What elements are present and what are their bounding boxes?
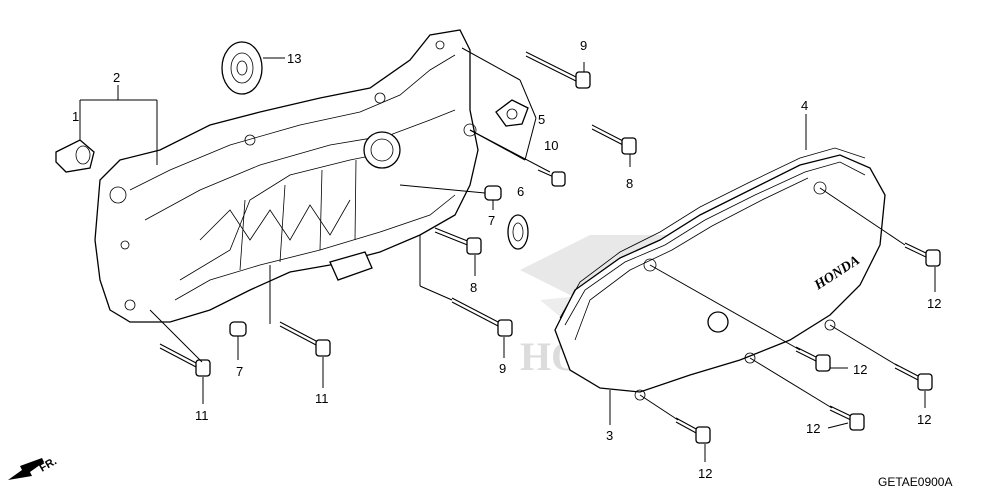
callout-13: 13: [287, 51, 301, 66]
callout-7-left: 7: [236, 364, 243, 379]
callout-4: 4: [801, 98, 808, 113]
callout-labels: 1 2 3 4 5 6 7 7 8 8 9 9 10 11 11 12 12 1…: [72, 38, 941, 481]
callout-12-e: 12: [698, 466, 712, 481]
callout-8-upper: 8: [626, 176, 633, 191]
callout-2: 2: [113, 70, 120, 85]
callout-5: 5: [538, 112, 545, 127]
front-direction-indicator: FR.: [8, 455, 59, 480]
callout-12-d: 12: [806, 421, 820, 436]
callout-11-left: 11: [195, 408, 209, 423]
left-side-cover: HONDA: [554, 147, 886, 401]
cable-clamp: [495, 99, 529, 127]
callout-6: 6: [517, 184, 524, 199]
dowel-pin: [229, 185, 502, 337]
callout-12-b: 12: [853, 362, 867, 377]
callout-12-a: 12: [927, 296, 941, 311]
callout-10: 10: [544, 138, 558, 153]
callout-9-lower: 9: [499, 361, 506, 376]
bearing: [221, 41, 263, 95]
oil-seal: [507, 214, 529, 250]
callout-11-right: 11: [315, 391, 329, 406]
callout-1: 1: [72, 109, 79, 124]
callout-7-right: 7: [488, 213, 495, 228]
front-direction-label: FR.: [38, 455, 59, 474]
callout-8-lower: 8: [470, 280, 477, 295]
callout-9-upper: 9: [580, 38, 587, 53]
callout-3: 3: [606, 428, 613, 443]
callout-12-c: 12: [917, 412, 931, 427]
diagram-code: GETAE0900A: [878, 475, 952, 489]
leader-lines: [79, 47, 936, 462]
rubber-mount: [55, 139, 95, 173]
front-arrow-icon: [8, 458, 44, 480]
bolts: [159, 51, 941, 444]
left-crankcase-cover: [94, 29, 479, 323]
